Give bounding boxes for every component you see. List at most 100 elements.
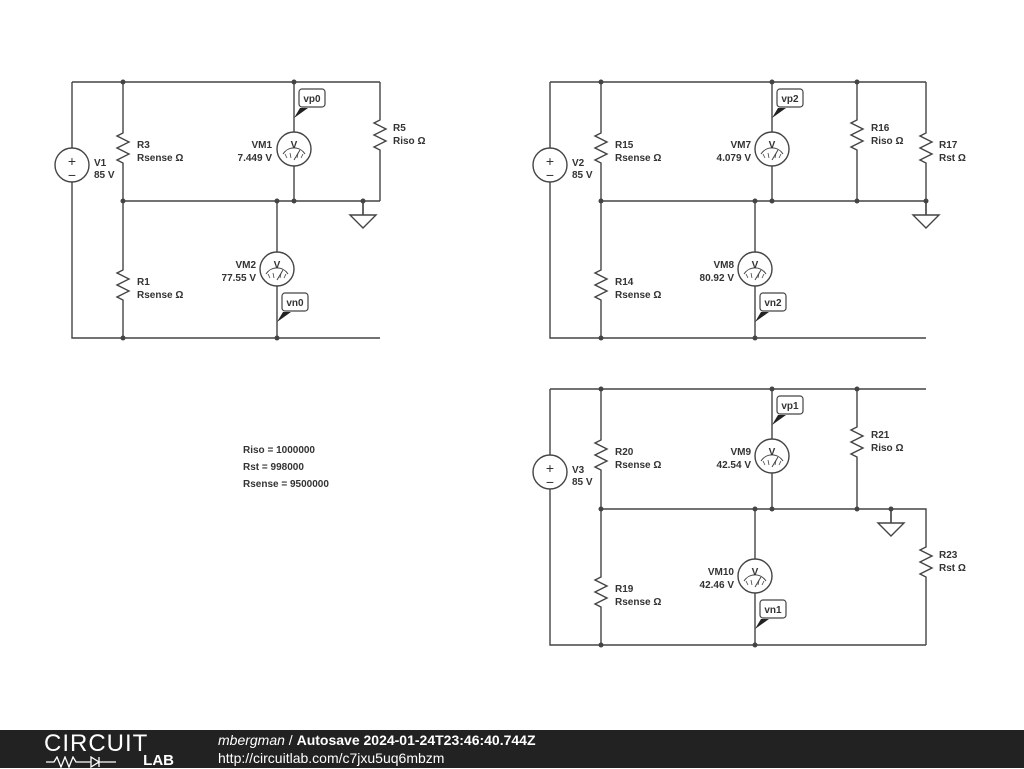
resistor-name: R20 [615, 447, 634, 458]
resistor-r19[interactable]: R19 Rsense Ω [594, 570, 661, 612]
resistor-name: R16 [871, 123, 890, 134]
meter-reading: 4.079 V [717, 153, 752, 164]
voltmeter-vm2[interactable]: V VM2 77.55 V vn0 [222, 251, 309, 322]
resistor-name: R5 [393, 123, 406, 134]
resistor-name: R14 [615, 277, 634, 288]
source-value: 85 V [94, 170, 115, 181]
logo-text-circuit: CIRCUIT [44, 730, 149, 757]
meter-symbol: V [274, 260, 281, 271]
ground-symbol [877, 508, 905, 537]
probe-label: vp2 [781, 94, 799, 105]
circuit-2: + − V2 85 V R15 Rsense Ω R14 Rsense Ω R1… [532, 79, 966, 341]
probe-pointer [755, 619, 769, 629]
ground-symbol [349, 200, 377, 229]
resistor-name: R17 [939, 140, 958, 151]
probe-label: vn0 [286, 298, 304, 309]
source-value: 85 V [572, 477, 593, 488]
minus-sign: − [546, 167, 554, 183]
voltmeter-vm9[interactable]: V VM9 42.54 V vp1 [717, 395, 804, 474]
meter-name: VM10 [708, 567, 735, 578]
voltmeter-vm8[interactable]: V VM8 80.92 V vn2 [700, 251, 787, 322]
resistor-value: Riso Ω [393, 136, 425, 147]
resistor-r20[interactable]: R20 Rsense Ω [594, 433, 661, 475]
resistor-r17[interactable]: R17 Rst Ω [919, 126, 966, 168]
meter-name: VM2 [235, 260, 256, 271]
probe-label-box [759, 599, 787, 619]
parameter-list[interactable]: Riso = 1000000 Rst = 998000 Rsense = 950… [243, 442, 329, 493]
resistor-r5[interactable]: R5 Riso Ω [373, 113, 425, 155]
probe-label-box [298, 88, 326, 108]
voltmeter-vm7[interactable]: V VM7 4.079 V vp2 [717, 88, 804, 167]
meter-reading: 42.54 V [717, 460, 752, 471]
resistor-diode-icon [46, 756, 116, 768]
plus-sign: + [546, 460, 554, 476]
probe-pointer [772, 415, 786, 425]
resistor-name: R3 [137, 140, 150, 151]
voltage-source-v1[interactable]: + − V1 85 V [54, 147, 115, 183]
resistor-r15[interactable]: R15 Rsense Ω [594, 126, 661, 168]
schematic-canvas: + − V1 85 V R3 Rsense Ω R1 Rsense Ω R5 R… [54, 79, 966, 648]
author-link[interactable]: mbergman [218, 732, 285, 748]
ground-symbol [912, 200, 940, 229]
meter-reading: 80.92 V [700, 273, 735, 284]
resistor-r21[interactable]: R21 Riso Ω [850, 420, 903, 462]
resistor-value: Rsense Ω [615, 153, 661, 164]
resistor-value: Riso Ω [871, 136, 903, 147]
source-name: V2 [572, 158, 585, 169]
resistor-r3[interactable]: R3 Rsense Ω [116, 126, 183, 168]
probe-label: vn2 [764, 298, 782, 309]
meter-symbol: V [769, 140, 776, 151]
resistor-value: Rst Ω [939, 153, 966, 164]
circuit-url[interactable]: http://circuitlab.com/c7jxu5uq6mbzm [218, 750, 445, 766]
meter-name: VM9 [730, 447, 751, 458]
resistor-name: R1 [137, 277, 150, 288]
meter-symbol: V [752, 567, 759, 578]
resistor-value: Rsense Ω [615, 460, 661, 471]
resistor-r23[interactable]: R23 Rst Ω [919, 540, 966, 582]
parameter-riso: Riso = 1000000 [243, 445, 315, 456]
meter-name: VM8 [713, 260, 734, 271]
probe-label-box [776, 88, 804, 108]
circuit-1: + − V1 85 V R3 Rsense Ω R1 Rsense Ω R5 R… [54, 79, 425, 341]
voltage-source-v3[interactable]: + − V3 85 V [532, 454, 593, 490]
plus-sign: + [546, 153, 554, 169]
circuit-title[interactable]: Autosave 2024-01-24T23:46:40.744Z [296, 732, 536, 748]
voltage-source-v2[interactable]: + − V2 85 V [532, 147, 593, 183]
probe-pointer [755, 312, 769, 322]
title-separator: / [284, 732, 297, 748]
meter-reading: 7.449 V [238, 153, 273, 164]
meter-name: VM1 [251, 140, 272, 151]
resistor-r16[interactable]: R16 Riso Ω [850, 113, 903, 155]
resistor-name: R21 [871, 430, 890, 441]
logo-text-lab: LAB [143, 752, 174, 769]
meter-symbol: V [291, 140, 298, 151]
resistor-value: Riso Ω [871, 443, 903, 454]
probe-label-box [759, 292, 787, 312]
resistor-name: R23 [939, 550, 958, 561]
resistor-name: R19 [615, 584, 634, 595]
circuit-title-line: mbergman / Autosave 2024-01-24T23:46:40.… [218, 732, 536, 749]
meter-symbol: V [769, 447, 776, 458]
source-name: V1 [94, 158, 107, 169]
voltmeter-vm10[interactable]: V VM10 42.46 V vn1 [700, 558, 787, 629]
voltmeter-vm1[interactable]: V VM1 7.449 V vp0 [238, 88, 326, 167]
meter-reading: 42.46 V [700, 580, 735, 591]
source-name: V3 [572, 465, 585, 476]
resistor-r1[interactable]: R1 Rsense Ω [116, 263, 183, 305]
resistor-r14[interactable]: R14 Rsense Ω [594, 263, 661, 305]
circuitlab-logo[interactable]: CIRCUIT LAB [44, 732, 174, 768]
resistor-name: R15 [615, 140, 634, 151]
probe-label: vn1 [764, 605, 782, 616]
resistor-value: Rst Ω [939, 563, 966, 574]
circuit-3: + − V3 85 V R20 Rsense Ω R19 Rsense Ω R2… [532, 386, 966, 648]
footer-bar: CIRCUIT LAB mbergman / Autosave 2024-01-… [0, 730, 1024, 768]
probe-label: vp0 [303, 94, 321, 105]
meter-reading: 77.55 V [222, 273, 257, 284]
parameter-rsense: Rsense = 9500000 [243, 479, 329, 490]
minus-sign: − [546, 474, 554, 490]
probe-label: vp1 [781, 401, 799, 412]
probe-label-box [281, 292, 309, 312]
plus-sign: + [68, 153, 76, 169]
resistor-value: Rsense Ω [137, 290, 183, 301]
resistor-value: Rsense Ω [137, 153, 183, 164]
